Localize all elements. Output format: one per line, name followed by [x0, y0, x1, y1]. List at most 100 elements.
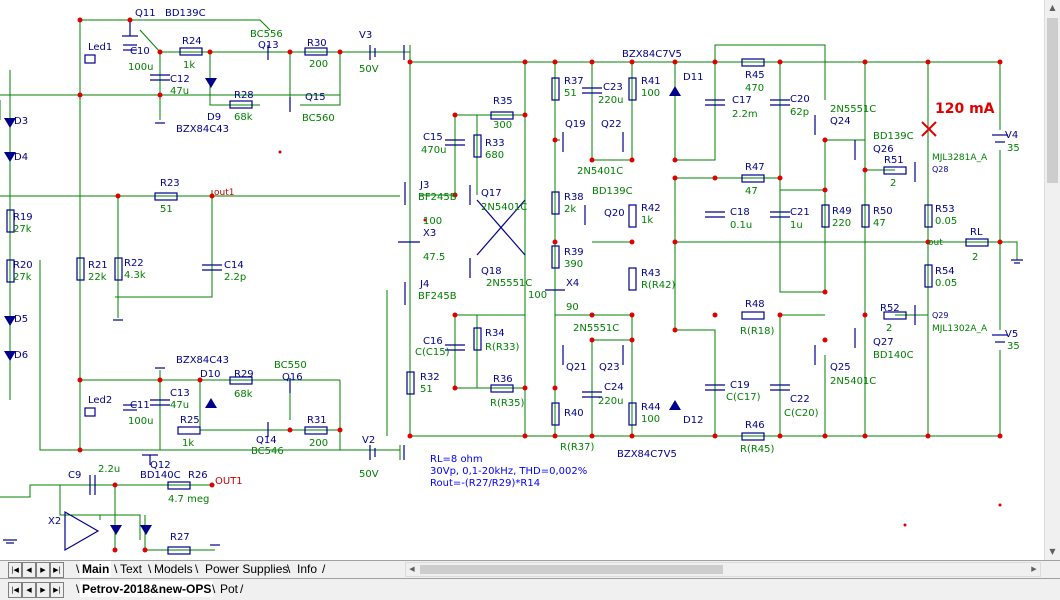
vertical-scrollbar[interactable]: ▲ ▼: [1044, 0, 1060, 560]
circuit-tab-bar: |◀ ◀ ▶ ▶| \ Petrov-2018&new-OPS \ Pot /: [0, 578, 1060, 600]
d12-type: BZX84C7V5: [617, 449, 677, 460]
scroll-right-icon[interactable]: ▶: [1031, 565, 1037, 573]
component-labels: Q11 BD139C Led1 C10 100u R24 1k Q13 BC55…: [13, 8, 1020, 543]
q15-type: BC560: [302, 113, 335, 124]
x2-label: X2: [48, 516, 61, 527]
r35-value: 300: [493, 120, 512, 131]
c11-value: 100u: [128, 416, 153, 427]
d11-type: BZX84C7V5: [622, 49, 682, 60]
c13-value: 47u: [170, 400, 189, 411]
x4-value2: 90: [566, 302, 579, 313]
r44-value: 100: [641, 414, 660, 425]
r21-value: 22k: [88, 272, 107, 283]
scroll-left-icon[interactable]: ◀: [409, 565, 415, 573]
v5-label: V5: [1005, 329, 1018, 340]
d6-label: D6: [14, 350, 28, 361]
r26-label: R26: [188, 470, 208, 481]
d12-label: D12: [683, 415, 703, 426]
junction-dots: [77, 17, 1003, 553]
x3-value2: 47.5: [423, 252, 445, 263]
last-tab-icon[interactable]: ▶|: [50, 562, 64, 578]
tab-circuit-petrov[interactable]: Petrov-2018&new-OPS: [80, 581, 214, 597]
scroll-up-icon[interactable]: ▲: [1045, 0, 1060, 16]
r38-value: 2k: [564, 204, 576, 215]
r28-value: 68k: [234, 112, 253, 123]
r45-value: 470: [745, 83, 764, 94]
q23-label: Q23: [599, 362, 620, 373]
r24-value: 1k: [183, 60, 195, 71]
q24-label: Q24: [830, 116, 851, 127]
r40-label: R40: [564, 408, 584, 419]
r26-value: 4.7 meg: [168, 494, 209, 505]
d9-type: BZX84C43: [176, 124, 229, 135]
q18-label: Q18: [481, 266, 502, 277]
v2-label: V2: [362, 435, 375, 446]
tab-info[interactable]: Info: [297, 562, 318, 576]
c18-value: 0.1u: [730, 220, 752, 231]
r40-value: R(R37): [560, 442, 595, 453]
r22-label: R22: [124, 258, 144, 269]
q16-label: Q16: [282, 372, 303, 383]
q24-type: 2N5551C: [830, 104, 876, 115]
v2-value: 50V: [359, 469, 379, 480]
q12-label: Q12: [150, 460, 171, 471]
r31-value: 200: [309, 438, 328, 449]
rl-label: RL: [970, 227, 983, 238]
q25-label: Q25: [830, 362, 851, 373]
next-tab-icon[interactable]: ▶: [36, 562, 50, 578]
c22-label: C22: [790, 394, 810, 405]
r42-value: 1k: [641, 215, 653, 226]
c9-label: C9: [68, 470, 81, 481]
tab-text[interactable]: Text: [120, 562, 143, 576]
r30-label: R30: [307, 38, 327, 49]
prev-circuit-icon[interactable]: ◀: [22, 582, 36, 598]
c23-label: C23: [603, 82, 623, 93]
r53-value: 0.05: [935, 216, 957, 227]
first-tab-icon[interactable]: |◀: [8, 562, 22, 578]
c12-label: C12: [170, 74, 190, 85]
v3-value: 50V: [359, 64, 379, 75]
r28-label: R28: [234, 90, 254, 101]
next-circuit-icon[interactable]: ▶: [36, 582, 50, 598]
r38-label: R38: [564, 192, 584, 203]
q18-type: 2N5551C: [486, 278, 532, 289]
tab-separator: /: [240, 582, 244, 596]
horizontal-scroll-thumb[interactable]: [420, 565, 723, 574]
q17-type: 2N5401C: [481, 202, 527, 213]
r33-label: R33: [485, 138, 505, 149]
q27-label: Q27: [873, 337, 894, 348]
r32-value: 51: [420, 384, 433, 395]
r33-value: 680: [485, 150, 504, 161]
prev-tab-icon[interactable]: ◀: [22, 562, 36, 578]
first-circuit-icon[interactable]: |◀: [8, 582, 22, 598]
q28-label: Q28: [932, 165, 948, 174]
c21-label: C21: [790, 207, 810, 218]
r19-label: R19: [13, 212, 33, 223]
r51-label: R51: [884, 155, 904, 166]
components: [3, 22, 1023, 555]
circuit-notes: RL=8 ohm 30Vp, 0,1-20kHz, THD=0,002% Rou…: [430, 454, 587, 489]
r41-label: R41: [641, 76, 661, 87]
r54-value: 0.05: [935, 278, 957, 289]
tab-separator: \: [76, 582, 80, 596]
r42-label: R42: [641, 203, 661, 214]
horizontal-scrollbar[interactable]: ◀ ▶: [405, 562, 1041, 577]
tab-models[interactable]: Models: [154, 562, 193, 576]
q26-label: Q26: [873, 144, 894, 155]
r45-label: R45: [745, 70, 765, 81]
r22-value: 4.3k: [124, 270, 146, 281]
rl-value: 2: [972, 252, 978, 263]
tab-main[interactable]: Main: [80, 561, 112, 577]
r48-value: R(R18): [740, 326, 775, 337]
last-circuit-icon[interactable]: ▶|: [50, 582, 64, 598]
tab-power-supplies[interactable]: Power Supplies: [205, 562, 289, 576]
c15-label: C15: [423, 132, 443, 143]
schematic-canvas[interactable]: Q11 BD139C Led1 C10 100u R24 1k Q13 BC55…: [0, 0, 1044, 560]
r20-value: 27k: [13, 272, 32, 283]
scroll-down-icon[interactable]: ▼: [1045, 544, 1060, 560]
tab-circuit-pot[interactable]: Pot: [220, 582, 239, 596]
note-line-3: Rout=-(R27/R29)*R14: [430, 478, 540, 489]
vertical-scroll-thumb[interactable]: [1047, 18, 1058, 183]
circuit-schematic[interactable]: Q11 BD139C Led1 C10 100u R24 1k Q13 BC55…: [0, 0, 1044, 560]
c17-label: C17: [732, 95, 752, 106]
